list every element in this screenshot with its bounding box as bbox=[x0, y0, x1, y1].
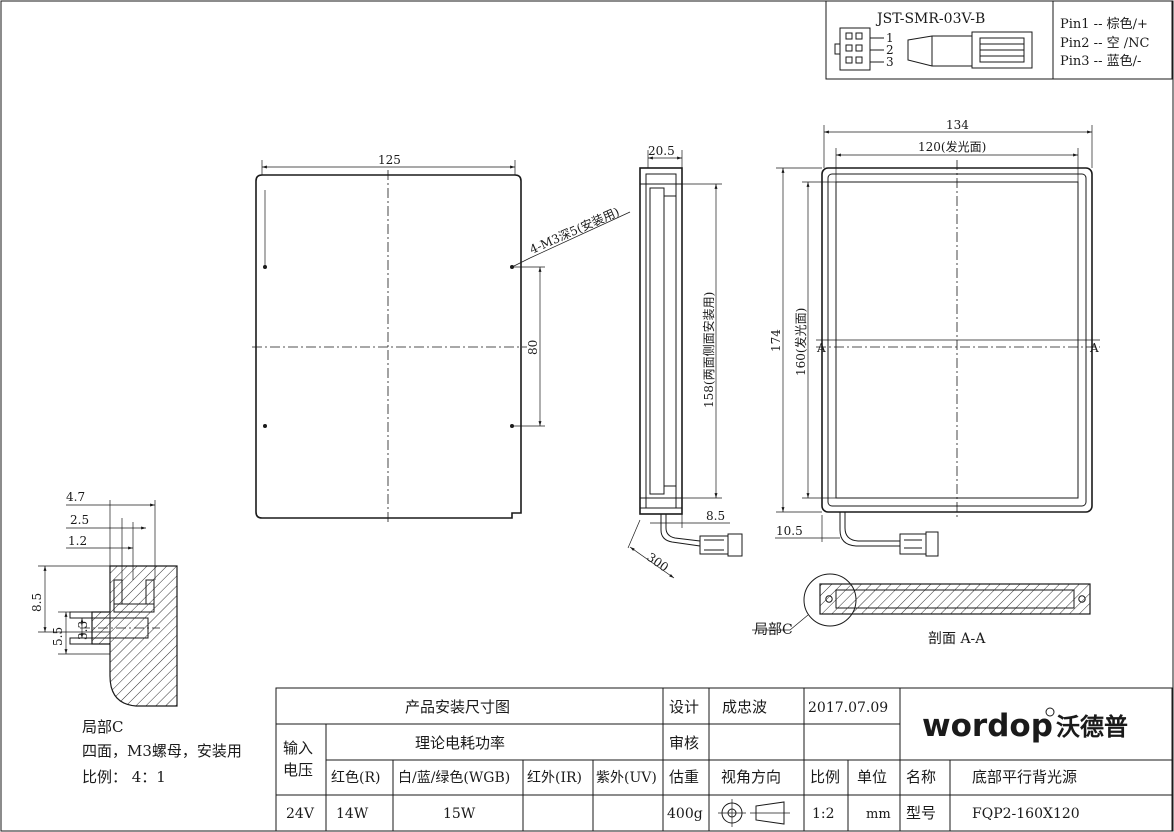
brand-name: wordop bbox=[922, 708, 1053, 744]
dim-outer-height: 174 bbox=[769, 329, 783, 352]
tb-input-label-1: 输入 bbox=[283, 739, 313, 757]
pin-num-1: 1 bbox=[886, 31, 894, 45]
front-view: 125 80 4-M3深5(安装用) bbox=[252, 153, 631, 522]
detail-view: 4.7 2.5 1.2 8.5 5.5 3.3 局部C 四面，M3螺母，安装用 … bbox=[30, 490, 242, 786]
tb-weight-label: 估重 bbox=[669, 768, 699, 786]
dim-hole-spacing: 80 bbox=[526, 340, 540, 355]
tb-wgb-label: 白/蓝/绿色(WGB) bbox=[398, 769, 510, 786]
tb-drawing-title: 产品安装尺寸图 bbox=[405, 698, 510, 716]
tb-design-label: 设计 bbox=[669, 698, 699, 716]
detail-dim-1: 4.7 bbox=[66, 490, 85, 504]
detail-dim-3: 1.2 bbox=[68, 534, 87, 548]
tb-view-dir-label: 视角方向 bbox=[721, 768, 781, 786]
tb-wgb-power: 15W bbox=[443, 806, 476, 822]
emit-view: A A 134 120(发光面) 174 160(发光面) 10.5 bbox=[769, 118, 1100, 557]
tb-red-power: 14W bbox=[336, 806, 369, 822]
tb-unit-label: 单位 bbox=[857, 768, 887, 786]
tb-ir-label: 红外(IR) bbox=[527, 770, 582, 786]
tb-unit: mm bbox=[866, 807, 891, 822]
title-block: 产品安装尺寸图 设计 成忠波 2017.07.09 输入 电压 理论电耗功率 审… bbox=[275, 687, 1173, 832]
dim-emit-height: 160(发光面) bbox=[793, 308, 808, 376]
section-title: 剖面 A-A bbox=[928, 631, 986, 647]
detail-scale: 比例： 4：1 bbox=[82, 768, 166, 786]
section-mark-right: A bbox=[1089, 341, 1099, 355]
tb-scale: 1:2 bbox=[812, 806, 835, 822]
pin1-label: Pin1 -- 棕色/+ bbox=[1060, 16, 1148, 32]
dim-width-125: 125 bbox=[378, 153, 401, 167]
connector-box: JST-SMR-03V-B 1 2 3 Pin1 -- 棕色/+ Pin2 --… bbox=[825, 0, 1173, 80]
pin-num-2: 2 bbox=[886, 43, 894, 57]
tb-model-label: 型号 bbox=[906, 804, 936, 822]
tb-scale-label: 比例 bbox=[810, 768, 840, 786]
tb-power-label: 理论电耗功率 bbox=[415, 734, 505, 752]
dim-emit-width: 120(发光面) bbox=[918, 139, 986, 154]
tb-input-label-2: 电压 bbox=[283, 761, 313, 779]
tb-red-label: 红色(R) bbox=[331, 769, 380, 786]
detail-title: 局部C bbox=[82, 718, 123, 736]
tb-voltage: 24V bbox=[286, 806, 315, 822]
section-view: 局部C 剖面 A-A bbox=[752, 573, 1091, 647]
connector-model: JST-SMR-03V-B bbox=[875, 11, 985, 27]
side-view: 20.5 158(两面侧面安装用) 8.5 300 bbox=[627, 144, 743, 579]
detail-dim-6: 3.3 bbox=[76, 621, 90, 640]
projection-symbol-icon bbox=[718, 799, 790, 827]
dim-cable-offset: 10.5 bbox=[776, 524, 803, 538]
tb-review-label: 审核 bbox=[669, 734, 699, 752]
detail-note: 四面，M3螺母，安装用 bbox=[82, 742, 242, 760]
detail-dim-2: 2.5 bbox=[70, 513, 89, 527]
tb-date: 2017.07.09 bbox=[808, 700, 888, 716]
dim-offset: 8.5 bbox=[706, 509, 725, 523]
connector-face-icon bbox=[839, 27, 871, 71]
hole-note: 4-M3深5(安装用) bbox=[527, 204, 621, 257]
detail-ref: 局部C bbox=[754, 622, 793, 638]
pin2-label: Pin2 -- 空 /NC bbox=[1060, 36, 1149, 51]
dim-depth: 20.5 bbox=[648, 144, 675, 158]
brand-logo: wordop 沃德普 bbox=[922, 707, 1128, 744]
dim-outer-width: 134 bbox=[946, 118, 969, 132]
dim-side-mount: 158(两面侧面安装用) bbox=[701, 292, 716, 408]
detail-dim-5: 5.5 bbox=[51, 627, 65, 646]
brand-name-cn: 沃德普 bbox=[1056, 713, 1128, 741]
tb-designer: 成忠波 bbox=[722, 698, 767, 716]
pin3-label: Pin3 -- 蓝色/- bbox=[1060, 53, 1141, 69]
tb-weight: 400g bbox=[667, 806, 703, 822]
tb-model-value: FQP2-160X120 bbox=[972, 806, 1080, 822]
section-mark-left: A bbox=[816, 341, 826, 355]
tb-name-value: 底部平行背光源 bbox=[972, 768, 1077, 786]
pin-num-3: 3 bbox=[886, 55, 894, 69]
detail-circle bbox=[803, 573, 857, 627]
tb-name-label: 名称 bbox=[906, 768, 936, 786]
connector-side-icon bbox=[907, 35, 973, 67]
dim-cable-length: 300 bbox=[644, 550, 671, 575]
detail-dim-4: 8.5 bbox=[30, 593, 44, 612]
tb-uv-label: 紫外(UV) bbox=[596, 770, 657, 786]
